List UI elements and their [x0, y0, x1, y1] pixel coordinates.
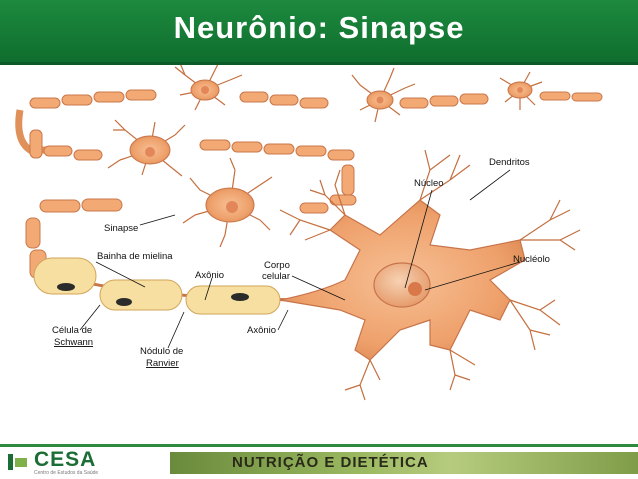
top-axon: [15, 89, 603, 279]
label-axonio-bottom: Axônio: [247, 325, 276, 336]
label-ranvier: Ranvier: [146, 358, 179, 369]
cesa-logo-icon: [8, 454, 27, 470]
big-neuron: [279, 149, 581, 401]
label-nucleolo: Nucléolo: [513, 254, 550, 265]
label-corpo: Corpo: [264, 260, 290, 271]
course-banner-text: NUTRIÇÃO E DIETÉTICA: [232, 454, 429, 471]
cesa-logo-text: CESA: [34, 448, 97, 471]
course-banner: [170, 452, 638, 474]
leader-lines: [79, 169, 521, 349]
label-dendritos: Dendritos: [489, 157, 530, 168]
label-celula-de: Célula de: [52, 325, 92, 336]
cesa-logo-subtitle: Centro de Estudos da Saúde: [34, 470, 99, 476]
neuron-diagram: Dendritos Núcleo Sinapse Bainha de mieli…: [15, 65, 603, 401]
footer-line: [0, 444, 638, 447]
label-celular: celular: [262, 271, 290, 282]
small-neurons: [107, 65, 543, 248]
myelinated-axon: [33, 257, 331, 315]
title-bar: Neurônio: Sinapse: [0, 0, 638, 65]
label-nodulo-de: Nódulo de: [140, 346, 183, 357]
label-sinapse: Sinapse: [104, 223, 138, 234]
page-title: Neurônio: Sinapse: [173, 10, 465, 45]
label-schwann: Schwann: [54, 337, 93, 348]
label-bainha-de-mielina: Bainha de mielina: [97, 251, 173, 262]
label-nucleo: Núcleo: [414, 178, 444, 189]
label-axonio-top: Axônio: [195, 270, 224, 281]
